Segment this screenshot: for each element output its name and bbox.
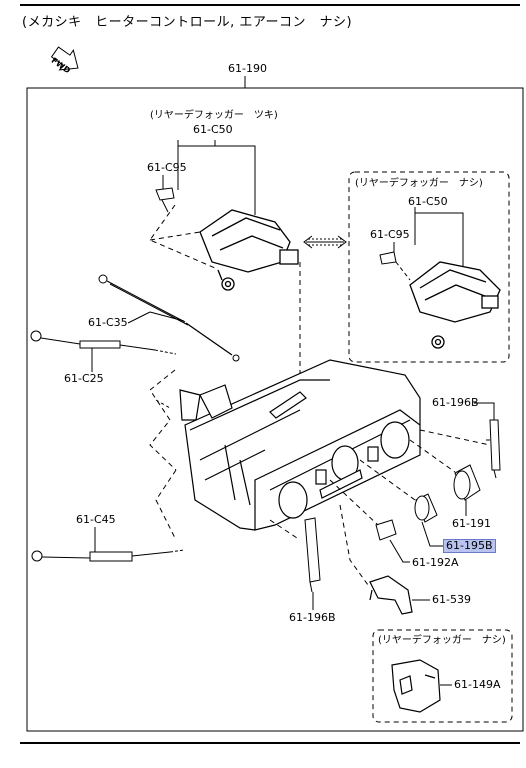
actuator-motor-top [199, 209, 299, 291]
actuator-motor-right [409, 261, 501, 349]
part-61-196b-a: 61-196B [432, 396, 479, 409]
page-title: (メカシキ ヒーターコントロール, エアーコン ナシ) [22, 15, 353, 30]
variant-label-rear-defogger-yes: (リヤーデフォッガー ツキ) [150, 110, 278, 121]
part-61-c95-a: 61-C95 [147, 161, 187, 174]
variant-label-rear-defogger-no-2: (リヤーデフォッガー ナシ) [378, 635, 506, 646]
part-61-190: 61-190 [228, 62, 267, 75]
part-61-c45: 61-C45 [76, 513, 116, 526]
variant-box-bottom [372, 629, 513, 723]
cable-c35 [98, 274, 240, 362]
assembly-frame [26, 87, 524, 732]
fwd-arrow-icon [50, 46, 79, 71]
part-61-191: 61-191 [452, 517, 491, 530]
top-rule [20, 4, 520, 6]
cable-c45 [31, 549, 185, 562]
control-knob-192a [375, 519, 397, 541]
panel-strip-196b-lower [304, 517, 321, 593]
variant-label-rear-defogger-no-1: (リヤーデフォッガー ナシ) [355, 178, 483, 189]
connector-539 [369, 575, 413, 615]
switch-149a [391, 659, 441, 713]
cable-c25 [30, 330, 177, 355]
part-61-195b-highlighted[interactable]: 61-195B [443, 539, 496, 553]
part-61-c50-b: 61-C50 [408, 195, 448, 208]
part-61-539: 61-539 [432, 593, 471, 606]
bottom-rule [20, 742, 520, 744]
part-61-c50-a: 61-C50 [193, 123, 233, 136]
panel-strip-196b-right [486, 419, 501, 479]
control-knob-195b [414, 493, 438, 523]
part-61-196b-b: 61-196B [289, 611, 336, 624]
part-61-149a: 61-149A [454, 678, 501, 691]
part-61-c95-b: 61-C95 [370, 228, 410, 241]
part-61-c35: 61-C35 [88, 316, 128, 329]
part-61-192a: 61-192A [412, 556, 459, 569]
screw-top [155, 187, 175, 213]
part-61-c25: 61-C25 [64, 372, 104, 385]
control-knob-191 [453, 464, 481, 501]
variant-box-right [348, 171, 510, 363]
heater-control-assembly [179, 359, 421, 531]
